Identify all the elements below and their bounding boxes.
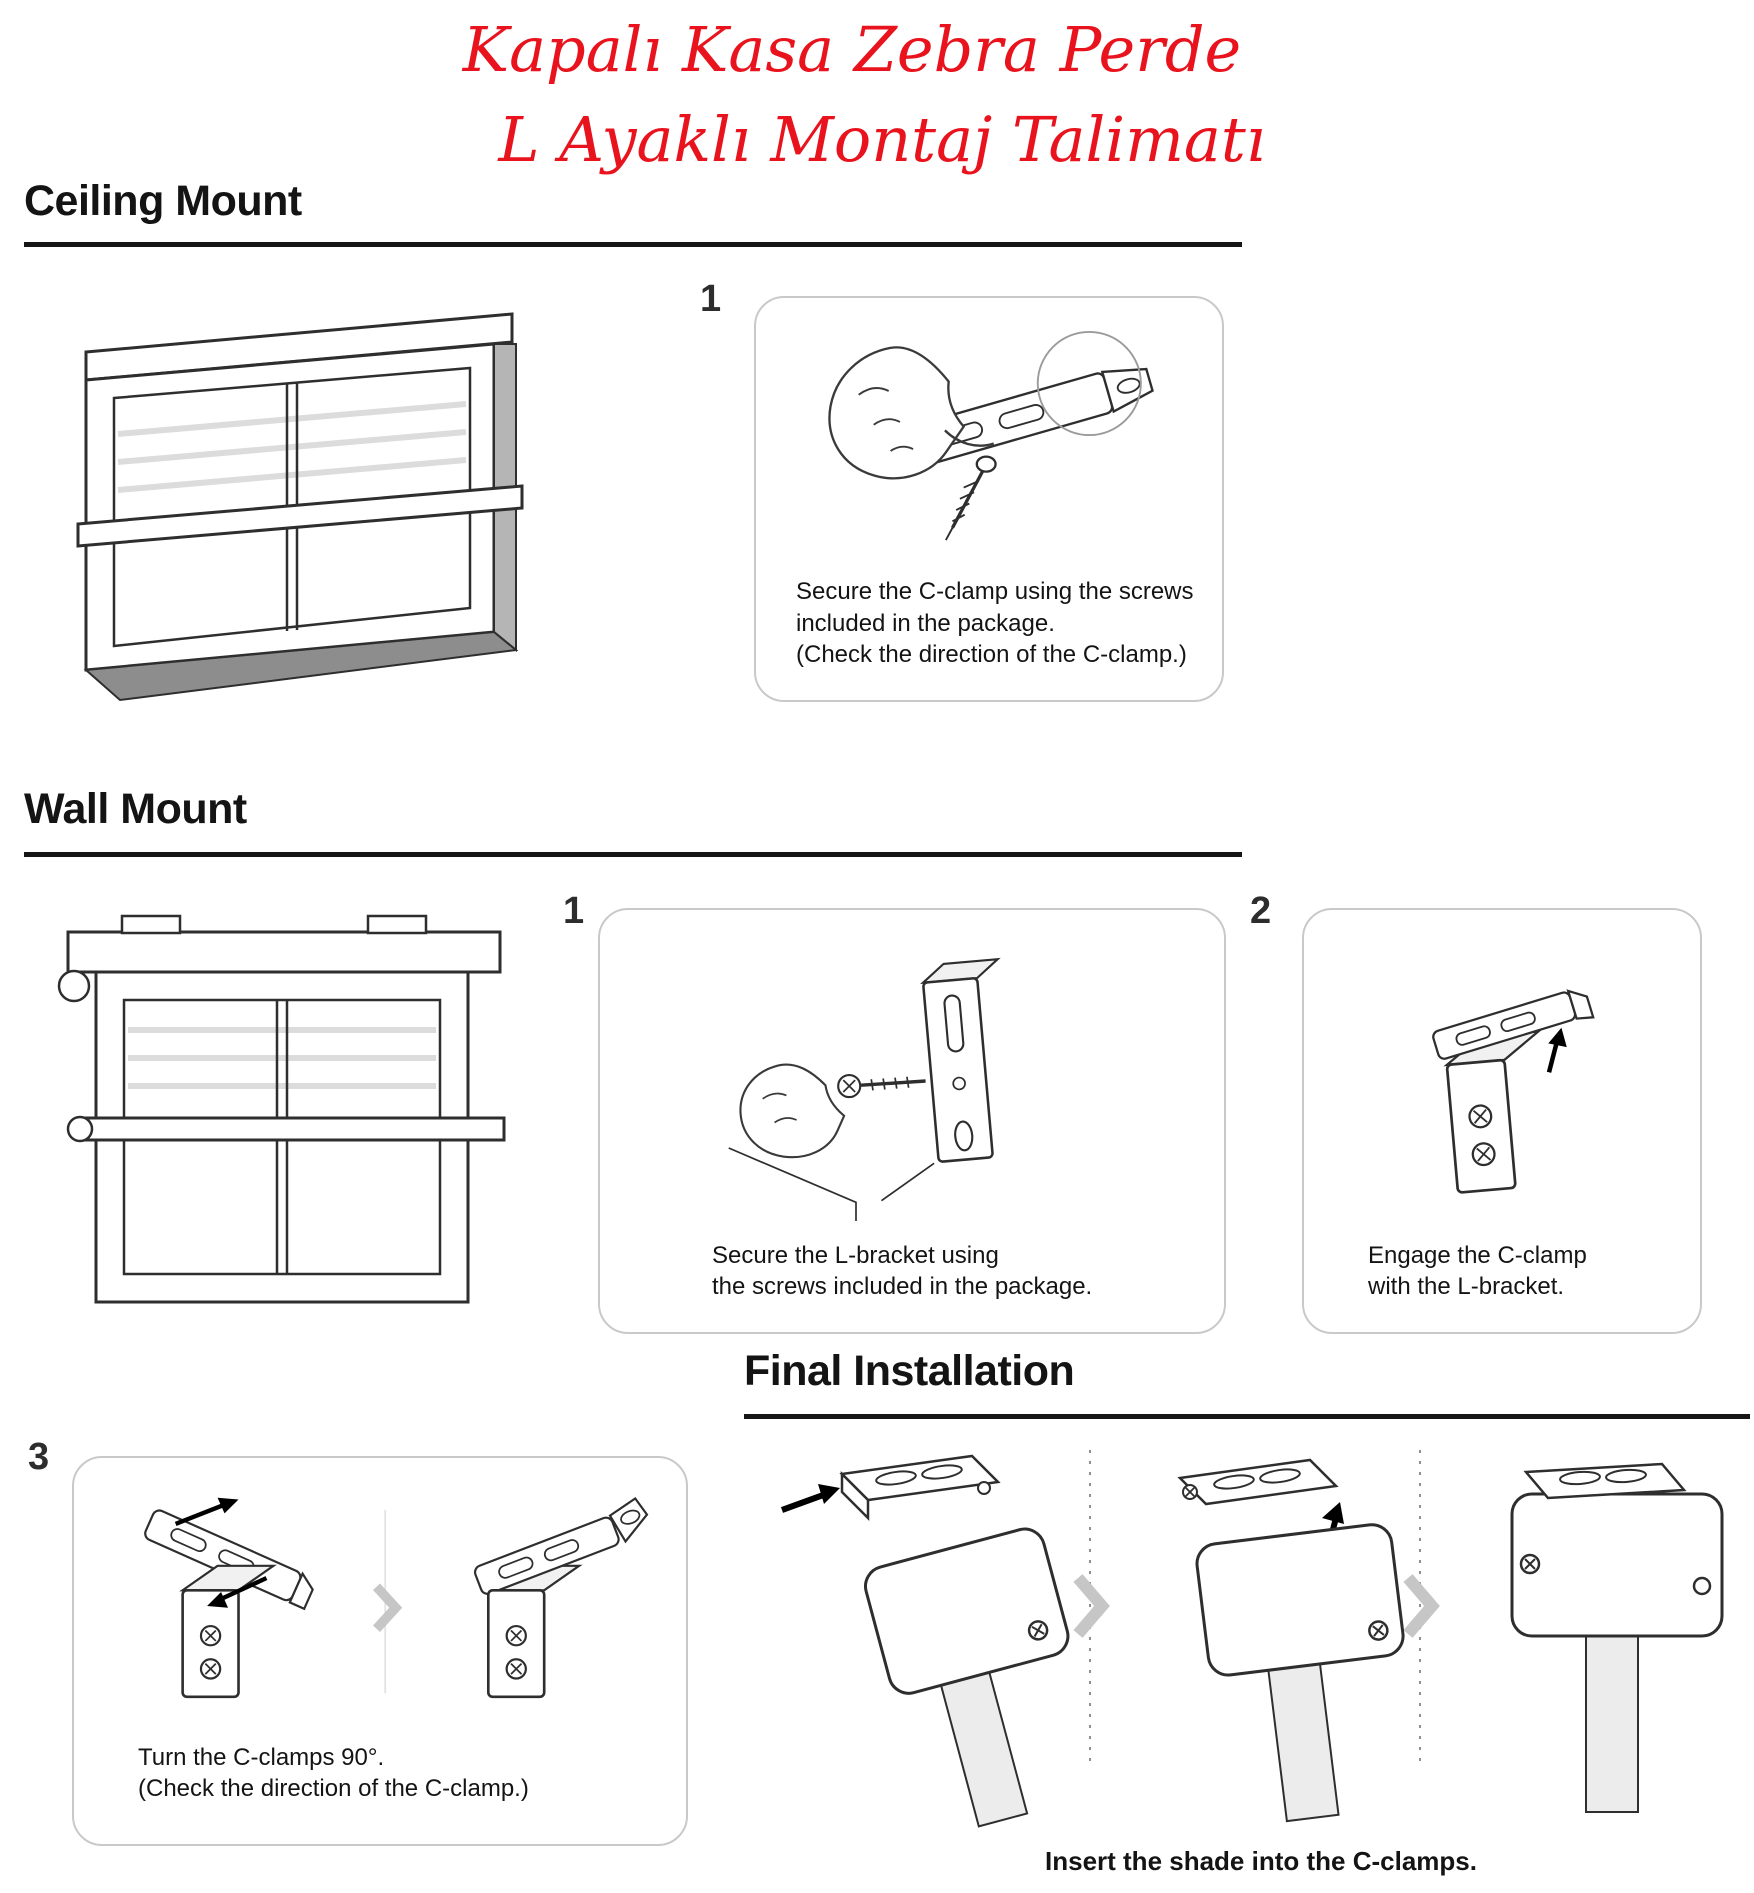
caption-line: Engage the C-clamp	[1368, 1241, 1587, 1269]
wall-step1-caption: Secure the L-bracket using the screws in…	[600, 1240, 1224, 1332]
page-title-line-1: Kapalı Kasa Zebra Perde	[462, 13, 1242, 86]
wall-step1-panel: Secure the L-bracket using the screws in…	[598, 908, 1226, 1334]
ceiling-step1-panel: Secure the C-clamp using the screws incl…	[754, 296, 1224, 702]
caption-line: Secure the C-clamp using the screws	[796, 578, 1194, 606]
c-clamp-screw-illustration	[756, 298, 1222, 576]
page-title-line-2: L Ayaklı Montaj Talimatı	[498, 103, 1266, 176]
wall-window-illustration	[30, 896, 560, 1332]
wall-step2-number: 2	[1250, 890, 1272, 932]
wall-section-rule	[24, 852, 1242, 857]
final-installation-caption: Insert the shade into the C-clamps.	[1045, 1846, 1477, 1876]
wall-step3-panel: Turn the C-clamps 90°. (Check the direct…	[72, 1456, 688, 1846]
ceiling-step1-caption: Secure the C-clamp using the screws incl…	[756, 576, 1222, 700]
wall-step3-number: 3	[28, 1436, 50, 1478]
caption-line: the screws included in the package.	[712, 1272, 1093, 1300]
caption-line: (Check the direction of the C-clamp.)	[138, 1774, 529, 1802]
final-installation-heading: Final Installation	[744, 1347, 1075, 1395]
caption-line: with the L-bracket.	[1368, 1272, 1565, 1300]
wall-step2-panel: Engage the C-clamp with the L-bracket.	[1302, 908, 1702, 1334]
caption-line: Turn the C-clamps 90°.	[138, 1743, 385, 1771]
caption-line: Secure the L-bracket using	[712, 1241, 999, 1269]
final-installation-sequence-illustration	[772, 1436, 1750, 1836]
final-section-rule	[744, 1414, 1750, 1419]
ceiling-section-rule	[24, 242, 1242, 247]
l-bracket-screw-illustration	[600, 910, 1224, 1240]
c-clamp-rotate-illustration	[74, 1458, 686, 1742]
ceiling-step-number: 1	[700, 278, 722, 320]
ceiling-mount-heading: Ceiling Mount	[24, 177, 302, 225]
wall-step1-number: 1	[563, 890, 585, 932]
caption-line: (Check the direction of the C-clamp.)	[796, 640, 1187, 668]
ceiling-window-illustration	[44, 298, 558, 726]
c-clamp-engage-illustration	[1304, 910, 1700, 1240]
wall-mount-heading: Wall Mount	[24, 785, 247, 833]
wall-step2-caption: Engage the C-clamp with the L-bracket.	[1304, 1240, 1700, 1332]
wall-step3-caption: Turn the C-clamps 90°. (Check the direct…	[74, 1742, 686, 1844]
caption-line: included in the package.	[796, 609, 1055, 637]
